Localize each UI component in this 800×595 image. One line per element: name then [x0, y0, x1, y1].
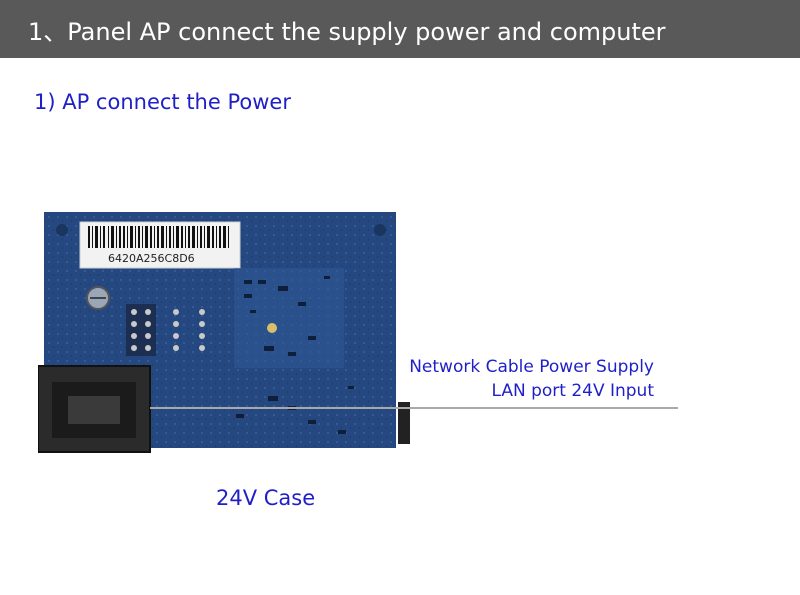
pcb-board-drawing: 6420A256C8D6: [37, 212, 410, 453]
lan-port: [37, 365, 151, 453]
test-pad: [267, 323, 277, 333]
page-title: 1、Panel AP connect the supply power and …: [28, 17, 666, 46]
chip-area: [234, 268, 344, 368]
barcode: [88, 226, 229, 248]
serial-sticker: 6420A256C8D6: [79, 221, 241, 269]
pcb-board-image: 6420A256C8D6: [37, 206, 410, 456]
page-header: 1、Panel AP connect the supply power and …: [0, 0, 800, 58]
callout-line-1: Network Cable Power Supply: [409, 357, 654, 377]
side-connector: [398, 402, 410, 444]
callout-line-2: LAN port 24V Input: [491, 381, 654, 401]
callout-pointer-line: [150, 407, 678, 409]
mount-hole: [56, 224, 68, 236]
callout-label: Network Cable Power Supply LAN port 24V …: [402, 355, 654, 403]
mount-hole: [374, 224, 386, 236]
serial-number: 6420A256C8D6: [108, 252, 195, 265]
section-subtitle: 1) AP connect the Power: [34, 90, 291, 114]
pin-header: [126, 304, 205, 356]
image-caption: 24V Case: [216, 486, 316, 510]
